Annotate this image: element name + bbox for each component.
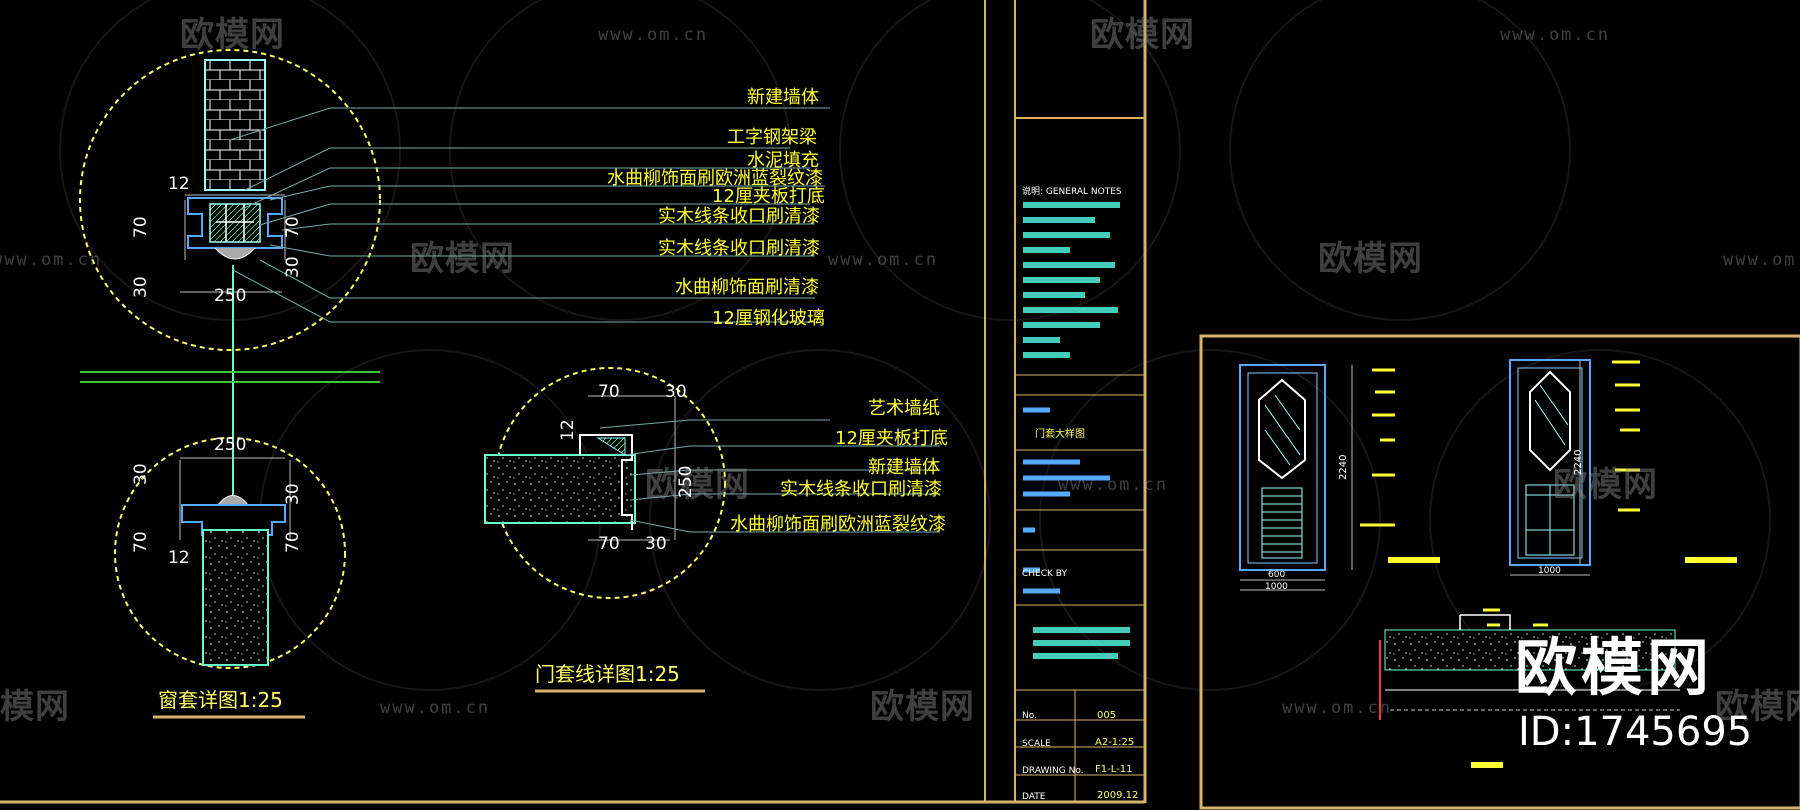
dimension-label: 1000 xyxy=(1538,566,1561,576)
dimension-label: 70 xyxy=(131,531,151,553)
callout-label: 水曲柳饰面刷欧洲蓝裂纹漆 xyxy=(607,168,823,189)
callout-label: 12厘夹板打底 xyxy=(835,428,948,449)
dimension-label: 12 xyxy=(168,174,190,194)
callout-label: 艺术墙纸 xyxy=(868,398,940,419)
watermark-logo: 欧模网 xyxy=(410,239,515,279)
section-elevation xyxy=(1379,608,1680,768)
callout-label: 实木线条收口刷清漆 xyxy=(780,479,942,500)
callout-label: 实木线条收口刷清漆 xyxy=(658,206,820,227)
callout-label: 工字钢架梁 xyxy=(727,127,817,148)
watermark-logo: 欧模网 xyxy=(0,687,70,727)
dimension-label: 250 xyxy=(214,286,247,306)
watermark-logo: 欧模网 xyxy=(1715,687,1800,727)
dimension-label: 70 xyxy=(283,216,303,238)
dimension-label: 12 xyxy=(558,419,578,441)
callout-label: 新建墙体 xyxy=(747,87,819,108)
door-elevation-1 xyxy=(1239,364,1440,591)
callout-label: 水泥填充 xyxy=(747,150,819,171)
window-detail-title: 窗套详图1:25 xyxy=(158,688,283,712)
watermark-logo: 欧模网 xyxy=(1090,15,1195,55)
dimension-label: 2240 xyxy=(1573,449,1584,475)
tb-row-label: No. xyxy=(1022,711,1037,721)
door-detail-title: 门套线详图1:25 xyxy=(535,662,680,686)
tb-row-value: F1-L-11 xyxy=(1095,764,1133,775)
door-elevation-2 xyxy=(1509,359,1737,576)
drawing-name: 门套大样图 xyxy=(1035,429,1085,440)
dimension-label: 30 xyxy=(131,276,151,298)
watermark-logo: 欧模网 xyxy=(870,687,975,727)
tb-row-label: SCALE xyxy=(1022,739,1051,749)
door-detail xyxy=(484,367,940,599)
dimension-label: 70 xyxy=(283,531,303,553)
dimension-label: 30 xyxy=(645,534,667,554)
watermark-url: www.om.cn xyxy=(828,250,939,270)
watermark-url: www.om.cn xyxy=(1282,698,1393,718)
tb-row-value: 2009.12 xyxy=(1097,790,1139,801)
title-block xyxy=(1015,202,1145,803)
dimension-label: 70 xyxy=(131,216,151,238)
dimension-label: 250 xyxy=(676,465,696,498)
watermark-url: www.om.cn xyxy=(1500,25,1611,45)
dimension-label: 12 xyxy=(168,548,190,568)
callout-label: 新建墙体 xyxy=(868,457,940,478)
watermark-url: www.om.cn xyxy=(598,25,709,45)
brand-logo: 欧模网 xyxy=(1515,631,1714,704)
callout-label: 12厘钢化玻璃 xyxy=(712,308,825,329)
window-detail-upper xyxy=(79,49,381,390)
dimension-label: 70 xyxy=(598,534,620,554)
dimension-label: 30 xyxy=(283,483,303,505)
watermark-url: www.om.cn xyxy=(380,698,491,718)
callout-label: 水曲柳饰面刷欧洲蓝裂纹漆 xyxy=(730,514,946,535)
window-detail-lower xyxy=(114,382,346,669)
watermark-logo: 欧模网 xyxy=(645,465,750,505)
tb-row-label: DATE xyxy=(1022,792,1046,802)
watermark-arcs xyxy=(59,0,1771,691)
watermark-url: www.om.cn xyxy=(1058,475,1169,495)
callout-label: 水曲柳饰面刷清漆 xyxy=(675,277,819,298)
dimension-label: 70 xyxy=(598,382,620,402)
dimension-label: 250 xyxy=(214,435,247,455)
notes-header: 说明: GENERAL NOTES xyxy=(1022,187,1122,197)
check-by: CHECK BY xyxy=(1022,569,1067,579)
tb-row-value: A2-1:25 xyxy=(1095,737,1135,748)
callout-label: 12厘夹板打底 xyxy=(712,186,825,207)
tb-row-label: DRAWING No. xyxy=(1022,766,1084,776)
dimension-label: 30 xyxy=(131,463,151,485)
callout-label: 实木线条收口刷清漆 xyxy=(658,238,820,259)
watermark-logo: 欧模网 xyxy=(180,15,285,55)
brand-id: ID:1745695 xyxy=(1518,709,1753,755)
tb-row-value: 005 xyxy=(1097,710,1117,721)
dimension-label: 1000 xyxy=(1265,582,1288,592)
dimension-label: 600 xyxy=(1268,570,1286,580)
dimension-label: 30 xyxy=(665,382,687,402)
window-detail-divider xyxy=(80,371,380,383)
dimension-label: 30 xyxy=(283,256,303,278)
watermark-logo: 欧模网 xyxy=(1318,239,1423,279)
watermark-url: www.om.cn xyxy=(0,250,103,270)
window-leaders xyxy=(229,107,830,323)
watermark-logo: 欧模网 xyxy=(1553,465,1658,505)
watermark-url: www.om.cn xyxy=(1723,250,1800,270)
dimension-label: 2240 xyxy=(1338,454,1349,480)
